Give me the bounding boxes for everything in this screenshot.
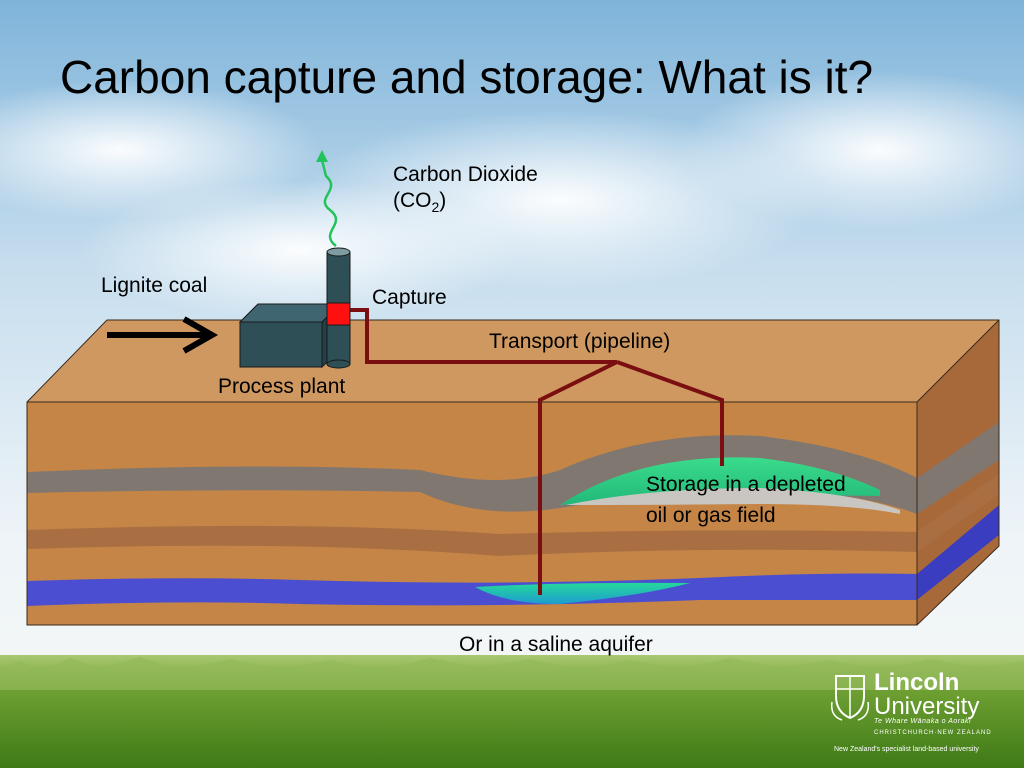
- chimney-bottom: [326, 359, 351, 369]
- logo-city: CHRISTCHURCH·NEW ZEALAND: [874, 730, 992, 736]
- pipeline-branch-field: [616, 360, 724, 466]
- logo-name-line2: University: [874, 693, 980, 720]
- capture-label: Capture: [372, 286, 447, 309]
- lignite-arrow-head: [182, 316, 219, 354]
- logo-name-line1: Lincoln: [874, 669, 960, 696]
- aquifer-co2: [475, 582, 690, 604]
- co2-label-line1: Carbon Dioxide: [393, 163, 538, 186]
- university-crest-icon: [830, 675, 870, 721]
- cloud: [680, 70, 1024, 230]
- pipeline-surface: [350, 308, 617, 364]
- depleted-field-rock: [566, 488, 900, 514]
- storage-label-line1: Storage in a depleted: [646, 473, 846, 496]
- process-plant: [239, 321, 323, 368]
- saline-aquifer-side: [917, 505, 999, 600]
- cloud: [80, 180, 520, 320]
- earth-front-outline: [26, 401, 918, 626]
- co2-label-line2: (CO2): [393, 189, 447, 216]
- storage-label: Storage in a depleted oil or gas field: [646, 469, 846, 531]
- saline-aquifer-layer: [27, 573, 917, 606]
- capture-unit: [326, 302, 351, 326]
- co2-arrow-head: [316, 150, 328, 162]
- lincoln-university-logo: Lincoln University Te Whare Wānaka o Aor…: [830, 670, 1020, 762]
- saline-aquifer-label: Or in a saline aquifer: [459, 633, 653, 656]
- logo-slogan: New Zealand's specialist land-based univ…: [834, 746, 979, 753]
- pipeline: [350, 308, 724, 595]
- lignite-coal-label: Lignite coal: [101, 274, 208, 297]
- earth-side-lower: [917, 535, 999, 625]
- co2-label: Carbon Dioxide (CO2): [393, 162, 538, 220]
- storage-label-line2: oil or gas field: [646, 504, 776, 527]
- grass-blades: [0, 657, 1024, 690]
- co2-emission-line: [320, 159, 338, 247]
- grey-rock-layer: [27, 435, 917, 514]
- process-plant-label: Process plant: [218, 375, 346, 398]
- brown-rock-layer-side: [917, 474, 999, 552]
- pipeline-branch-aquifer: [538, 360, 618, 595]
- brown-rock-layer: [27, 525, 917, 556]
- chimney-top: [326, 247, 351, 257]
- slide-title: Carbon capture and storage: What is it?: [60, 51, 874, 103]
- earth-edge: [916, 319, 1000, 403]
- grey-rock-layer-side: [917, 422, 999, 514]
- logo-tagline: Te Whare Wānaka o Aoraki: [874, 718, 972, 725]
- transport-label: Transport (pipeline): [489, 330, 671, 353]
